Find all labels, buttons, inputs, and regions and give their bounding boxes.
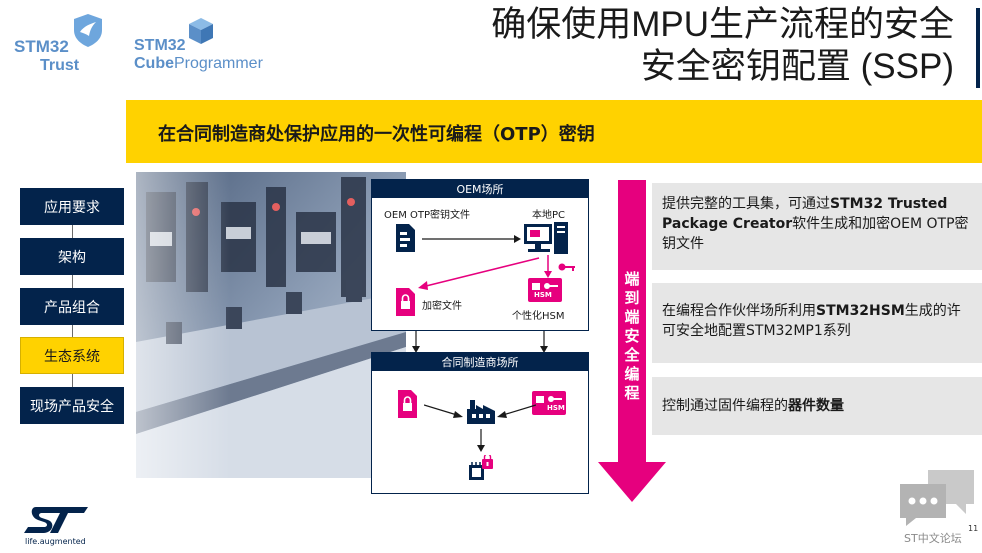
- hsm-badge-label: HSM: [534, 291, 552, 299]
- document-icon: [396, 224, 415, 252]
- end-to-end-arrow: [598, 180, 666, 502]
- cm-site-header: 合同制造商场所: [372, 353, 588, 371]
- computer-icon: [524, 222, 568, 254]
- oem-site-box: OEM场所 OEM OTP密钥文件 本地PC: [371, 179, 589, 331]
- page-title: 确保使用MPU生产流程的安全 安全密钥配置 (SSP): [491, 4, 954, 88]
- factory-photo: [136, 172, 406, 478]
- headline-banner: 在合同制造商处保护应用的一次性可编程（OTP）密钥: [126, 100, 982, 163]
- cube-logo-light: Programmer: [174, 55, 263, 72]
- nav-connector: [72, 275, 73, 289]
- arrow-to-encrypted-icon: [418, 257, 540, 290]
- nav-item-portfolio[interactable]: 产品组合: [20, 288, 124, 325]
- factory-icon: [467, 400, 495, 424]
- title-line-1: 确保使用MPU生产流程的安全: [491, 5, 954, 44]
- encrypted-file-label: 加密文件: [422, 301, 462, 312]
- nav-item-field-security[interactable]: 现场产品安全: [20, 387, 124, 424]
- nav-item-label: 产品组合: [44, 299, 100, 316]
- nav-item-label: 应用要求: [44, 199, 100, 216]
- encrypted-file-icon: [398, 390, 417, 418]
- personalized-hsm-label: 个性化HSM: [512, 311, 565, 322]
- arrow-down-icon: [477, 429, 485, 452]
- arrow-left-icon: [497, 404, 536, 418]
- contract-manufacturer-box: 合同制造商场所 HSM: [371, 352, 589, 494]
- cube-logo-line2: CubeProgrammer: [134, 56, 263, 72]
- shield-icon: [74, 14, 102, 47]
- info-text: 提供完整的工具集，可通过: [662, 196, 830, 212]
- oem-site-header: OEM场所: [372, 180, 588, 198]
- title-line-2: 安全密钥配置 (SSP): [640, 47, 954, 86]
- banner-text: 在合同制造商处保护应用的一次性可编程（OTP）密钥: [158, 124, 595, 145]
- trust-logo-line2: Trust: [40, 57, 80, 74]
- nav-item-app-requirements[interactable]: 应用要求: [20, 188, 124, 225]
- hsm-card-icon: [532, 391, 566, 415]
- end-to-end-label: 端到端安全编程: [624, 270, 640, 402]
- nav-item-label: 现场产品安全: [30, 398, 114, 415]
- info-text: 生成的许可安全地配置STM32MP1系列: [662, 303, 961, 339]
- stm32-trust-logo: STM32 Trust: [14, 14, 114, 78]
- tagline: life.augmented: [25, 537, 86, 546]
- oem-otp-file-label: OEM OTP密钥文件: [384, 210, 471, 221]
- nav-item-label: 架构: [58, 249, 86, 266]
- forum-label[interactable]: ST中文论坛: [904, 532, 962, 545]
- forum-chat-icon: [900, 470, 974, 526]
- info-box-device-count: 控制通过固件编程的器件数量: [652, 377, 982, 435]
- nav-item-label: 生态系统: [44, 348, 100, 365]
- local-pc-label: 本地PC: [532, 210, 566, 221]
- nav-item-ecosystem[interactable]: 生态系统: [20, 337, 124, 374]
- arrow-right-icon: [422, 235, 521, 243]
- arrow-down-pink-icon: [544, 255, 552, 278]
- info-box-hsm: 在编程合作伙伴场所利用STM32HSM生成的许可安全地配置STM32MP1系列: [652, 283, 982, 363]
- encrypted-file-icon: [396, 288, 415, 316]
- info-bold: STM32HSM: [816, 303, 905, 319]
- info-text: 软件生成和加密OEM OTP密钥文件: [662, 216, 969, 252]
- title-accent-bar: [976, 8, 980, 88]
- nav-connector: [72, 225, 73, 239]
- info-text: 在编程合作伙伴场所利用: [662, 303, 816, 319]
- info-box-toolset: 提供完整的工具集，可通过STM32 Trusted Package Creato…: [652, 183, 982, 270]
- nav-connector: [72, 325, 73, 339]
- cube-icon: [189, 18, 213, 44]
- transfer-arrows: [412, 331, 548, 353]
- hsm-badge-label: HSM: [547, 404, 565, 412]
- nav-connector: [72, 374, 73, 388]
- info-bold: 器件数量: [788, 398, 844, 414]
- cube-logo-line1: STM32: [134, 37, 186, 54]
- trust-logo-line1: STM32: [14, 37, 69, 56]
- cube-logo-bold: Cube: [134, 55, 174, 72]
- page-number: 11: [968, 524, 979, 533]
- nav-item-architecture[interactable]: 架构: [20, 238, 124, 275]
- stm32-cubeprogrammer-logo: STM32 CubeProgrammer: [134, 18, 274, 78]
- info-bold: STM32 Trusted Package Creator: [662, 196, 948, 232]
- key-icon: [558, 263, 575, 271]
- info-text: 控制通过固件编程的: [662, 398, 788, 414]
- secured-chip-icon: [469, 455, 493, 480]
- st-logo: [24, 507, 88, 533]
- arrow-right-icon: [424, 404, 463, 418]
- hsm-card-icon: [528, 278, 562, 302]
